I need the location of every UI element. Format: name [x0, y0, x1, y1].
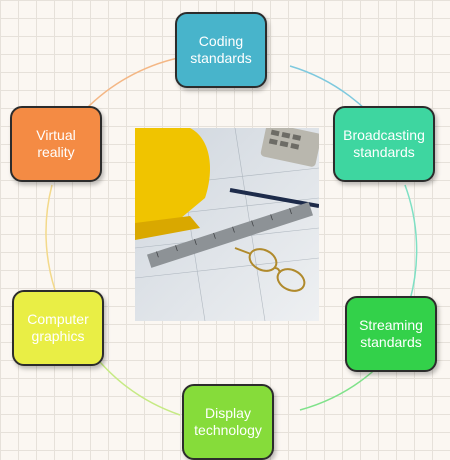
pen-icon	[229, 188, 319, 208]
eyeglasses-icon	[234, 247, 306, 292]
node-label: Display technology	[194, 404, 262, 439]
ring-segment-broadcasting-streaming	[404, 184, 418, 301]
node-label: Streaming standards	[359, 316, 423, 351]
node-virtual-reality: Virtual reality	[10, 106, 102, 182]
node-broadcasting-standards: Broadcasting standards	[333, 106, 435, 182]
ring-segment-vr-coding	[84, 57, 179, 111]
ring-segment-display-graphics	[99, 361, 181, 416]
node-computer-graphics: Computer graphics	[12, 290, 104, 366]
node-display-technology: Display technology	[182, 384, 274, 460]
node-label: Broadcasting standards	[343, 126, 425, 161]
node-streaming-standards: Streaming standards	[345, 296, 437, 372]
ruler-icon	[146, 202, 314, 268]
node-label: Coding standards	[190, 32, 252, 67]
hard-hat-icon	[135, 128, 210, 228]
ring-segment-graphics-vr	[45, 184, 56, 291]
node-label: Computer graphics	[27, 310, 89, 345]
node-coding-standards: Coding standards	[175, 12, 267, 88]
node-label: Virtual reality	[36, 126, 76, 161]
center-photo-blueprint	[135, 128, 319, 321]
